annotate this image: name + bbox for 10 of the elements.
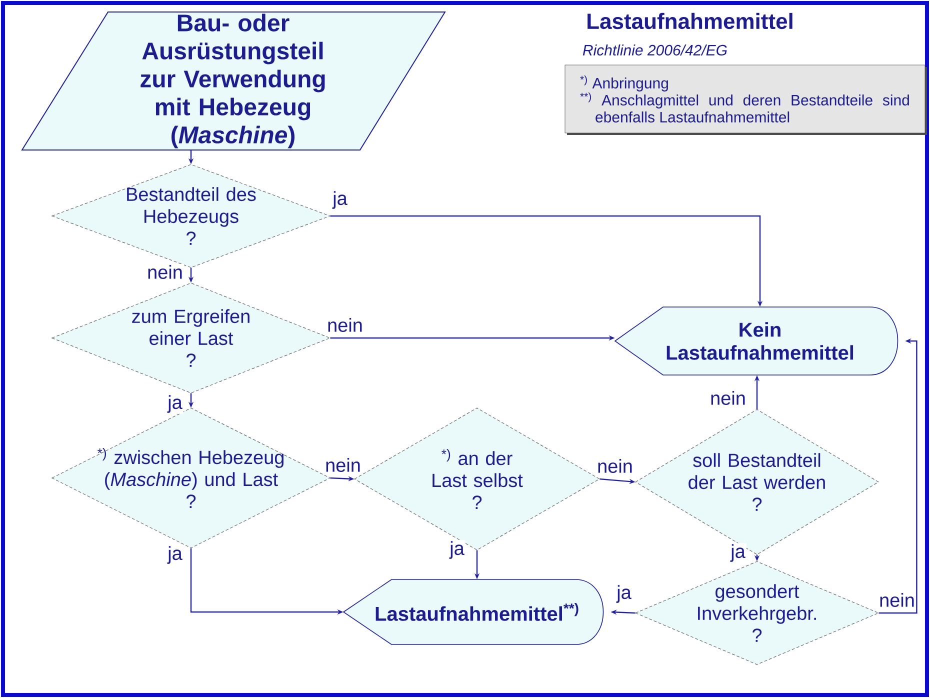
title: Lastaufnahmemittel — [588, 12, 792, 30]
edge-label: ja — [448, 540, 466, 560]
edge-label: ja — [166, 394, 184, 414]
edge-label: ja — [616, 584, 632, 604]
edge-label: ja — [332, 190, 348, 210]
edge-label: nein — [709, 390, 747, 406]
edge-label: ja — [730, 543, 746, 563]
edge-label: nein — [878, 592, 916, 608]
edge-label: nein — [146, 264, 184, 280]
footnote-box: $^{*)}$ Anbringung $^{**)}$ Anschlagmittel und deren Bestandteile sind ebenfalls Lastaufnahmemittel — [564, 64, 927, 135]
